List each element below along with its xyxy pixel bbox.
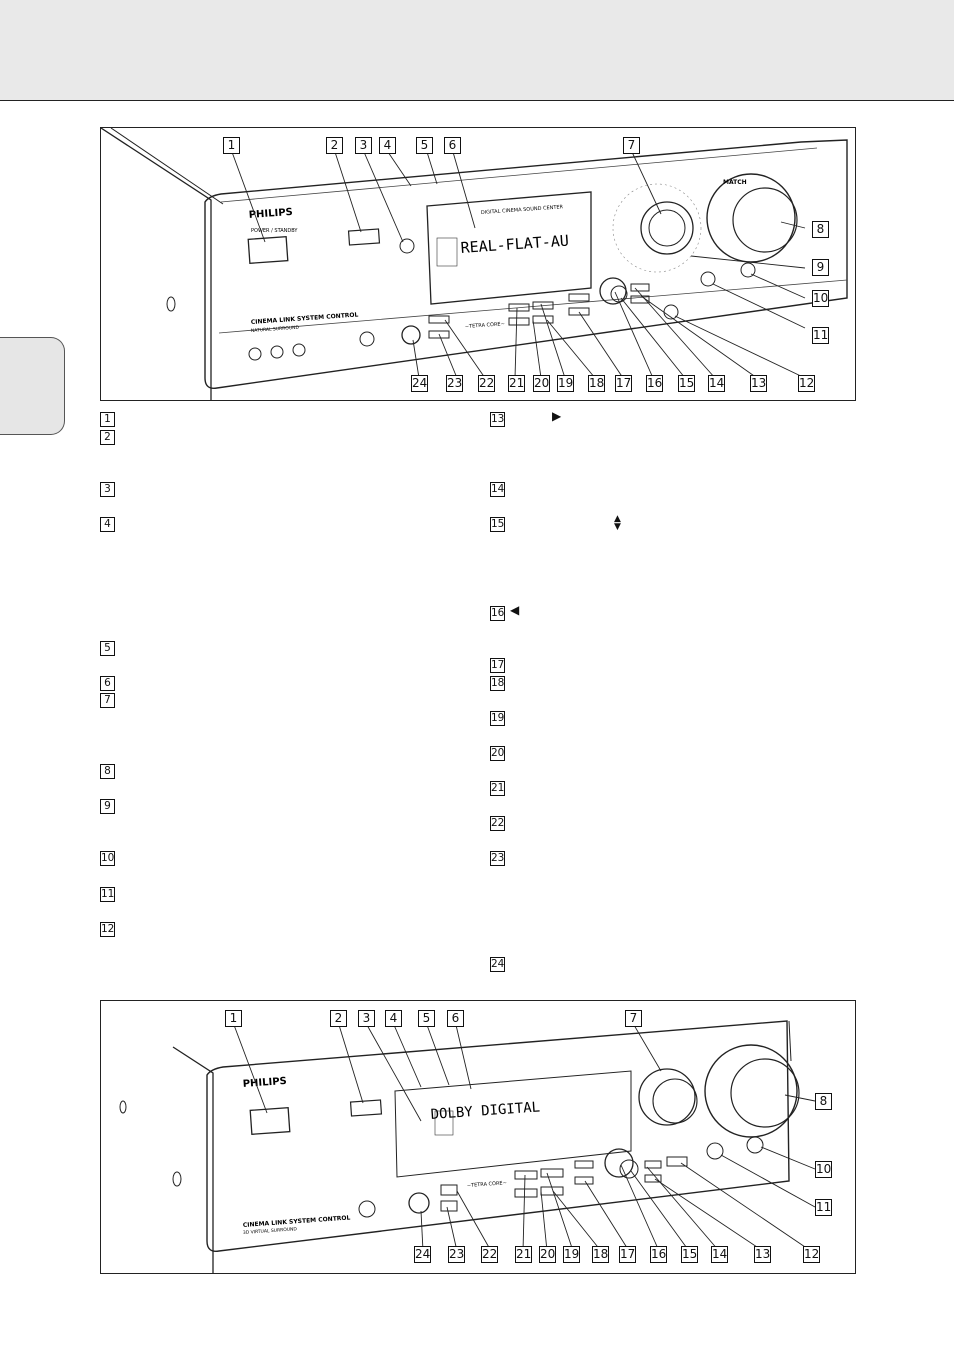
bottom-callout-22: 22 [481,1246,498,1263]
bottom-callout-13: 13 [754,1246,771,1263]
bottom-callout-8: 8 [815,1093,832,1110]
callout-22: 22 [478,375,495,392]
page-header-band [0,0,954,101]
legend-badge-12: 12 [100,922,115,937]
bottom-receiver-drawing: PHILIPS DOLBY DIGITAL ~TETRA CORE~ CINEM… [119,1020,816,1273]
legend-badge-3: 3 [100,482,115,497]
callout-13: 13 [750,375,767,392]
bottom-callout-15: 15 [681,1246,698,1263]
bottom-callout-10: 10 [815,1161,832,1178]
bottom-callout-14: 14 [711,1246,728,1263]
bottom-callout-21: 21 [515,1246,532,1263]
legend-badge-5: 5 [100,641,115,656]
callout-4: 4 [379,137,396,154]
tetra-core-label-bottom: ~TETRA CORE~ [467,1180,507,1189]
callout-11: 11 [812,327,829,344]
callout-20: 20 [533,375,550,392]
bottom-callout-4: 4 [385,1010,402,1027]
panel-sublabel: NATURAL SURROUND [251,325,300,334]
callout-17: 17 [615,375,632,392]
callout-15: 15 [678,375,695,392]
tetra-core-label: ~TETRA CORE~ [465,321,505,330]
bottom-callout-19: 19 [563,1246,580,1263]
legend-badge-21: 21 [490,781,505,796]
callout-14: 14 [708,375,725,392]
callout-16: 16 [646,375,663,392]
legend-badge-22: 22 [490,816,505,831]
top-receiver-drawing: POWER / STANDBY PHILIPS DIGITAL CINEMA S… [101,128,848,400]
callout-19: 19 [557,375,574,392]
legend-badge-18: 18 [490,676,505,691]
play-arrow-icon: ▶ [552,409,562,423]
legend-badge-1: 1 [100,412,115,427]
bottom-callout-6: 6 [447,1010,464,1027]
panel-label: CINEMA LINK SYSTEM CONTROL [251,311,359,326]
legend-badge-8: 8 [100,764,115,779]
callout-8: 8 [812,221,829,238]
legend-badge-2: 2 [100,430,115,445]
power-label: POWER / STANDBY [251,228,298,234]
legend-badge-16: 16 [490,606,505,621]
display-header: DIGITAL CINEMA SOUND CENTER [481,204,564,216]
left-arrow-icon: ◀ [510,603,520,617]
legend-badge-14: 14 [490,482,505,497]
bottom-callout-16: 16 [650,1246,667,1263]
language-tab [0,337,65,435]
callout-2: 2 [326,137,343,154]
legend-badge-15: 15 [490,517,505,532]
brand-logo: PHILIPS [248,207,293,221]
legend-badge-20: 20 [490,746,505,761]
callout-21: 21 [508,375,525,392]
display-text: REAL-FLAT-AU [460,231,569,257]
callout-3: 3 [355,137,372,154]
legend-badge-17: 17 [490,658,505,673]
legend-badge-23: 23 [490,851,505,866]
legend-badge-7: 7 [100,693,115,708]
legend-badge-13: 13 [490,412,505,427]
callout-1: 1 [223,137,240,154]
bottom-callout-24: 24 [414,1246,431,1263]
bottom-callout-3: 3 [358,1010,375,1027]
top-figure: POWER / STANDBY PHILIPS DIGITAL CINEMA S… [100,127,856,401]
matchline-logo: MATCH [723,179,747,186]
bottom-callout-2: 2 [330,1010,347,1027]
panel-sublabel-bottom: 3D VIRTUAL SURROUND [243,1226,298,1236]
legend-badge-24: 24 [490,957,505,972]
up-down-arrows-icon: ▲▼ [614,514,621,532]
legend-badge-6: 6 [100,676,115,691]
bottom-callout-1: 1 [225,1010,242,1027]
legend-badge-9: 9 [100,799,115,814]
callout-24: 24 [411,375,428,392]
callout-10: 10 [812,290,829,307]
legend-badge-4: 4 [100,517,115,532]
display-text-bottom: DOLBY DIGITAL [430,1099,540,1123]
callout-12: 12 [798,375,815,392]
legend-badge-19: 19 [490,711,505,726]
bottom-callout-18: 18 [592,1246,609,1263]
callout-6: 6 [444,137,461,154]
legend-badge-11: 11 [100,887,115,902]
callout-23: 23 [446,375,463,392]
bottom-callout-20: 20 [539,1246,556,1263]
bottom-figure: PHILIPS DOLBY DIGITAL ~TETRA CORE~ CINEM… [100,1000,856,1274]
callout-7: 7 [623,137,640,154]
brand-logo-bottom: PHILIPS [242,1076,287,1090]
callout-18: 18 [588,375,605,392]
bottom-callout-5: 5 [418,1010,435,1027]
callout-5: 5 [416,137,433,154]
bottom-callout-17: 17 [619,1246,636,1263]
bottom-callout-7: 7 [625,1010,642,1027]
legend-badge-10: 10 [100,851,115,866]
bottom-callout-12: 12 [803,1246,820,1263]
bottom-callout-23: 23 [448,1246,465,1263]
bottom-callout-11: 11 [815,1199,832,1216]
callout-9: 9 [812,259,829,276]
